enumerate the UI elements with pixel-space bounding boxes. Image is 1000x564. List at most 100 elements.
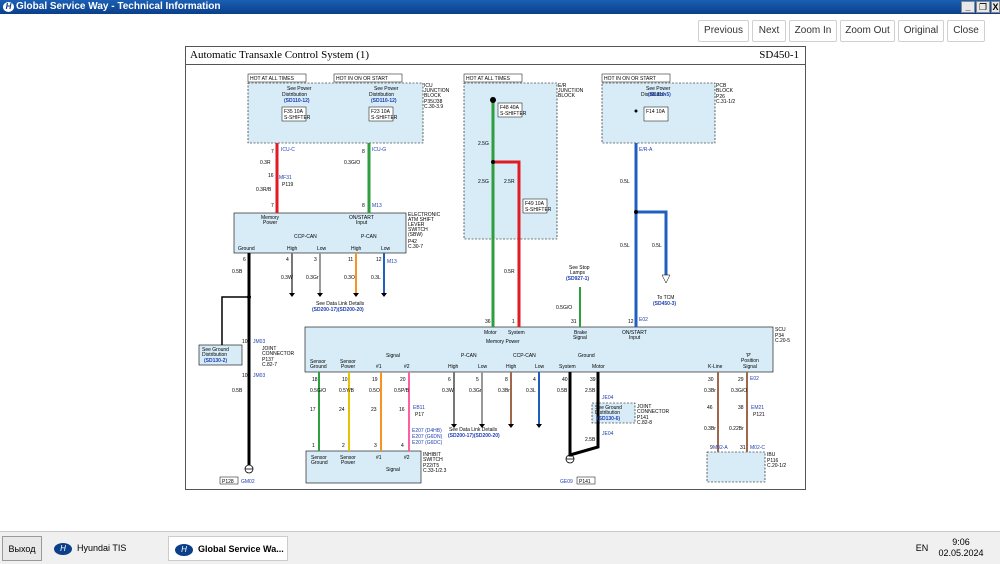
wire-black-branch: [221, 296, 249, 345]
elec-ref-1: P42: [408, 239, 417, 245]
pin-4b: 4: [533, 377, 536, 383]
wire-label-25b-2: 2.5B: [585, 437, 596, 443]
title-bar[interactable]: H Global Service Way - Technical Informa…: [0, 0, 1000, 14]
inhibit-pin2: #2: [404, 455, 410, 461]
language-indicator[interactable]: EN: [915, 543, 929, 553]
k-line-label: K-Line: [708, 364, 723, 370]
hyundai-logo-icon: H: [54, 542, 72, 555]
pin-36: 36: [485, 319, 491, 325]
pin-19: 19: [372, 377, 378, 383]
pin-3b: 3: [374, 443, 377, 449]
ground-symbols: [244, 454, 575, 474]
pin-1b: 1: [312, 443, 315, 449]
conn-jm03: JM03: [253, 339, 265, 345]
wire-label-03gr-2: 0.3Gr: [469, 388, 482, 394]
close-button[interactable]: Close: [947, 20, 985, 42]
data-link-label-1: See Data Link Details: [316, 301, 365, 307]
inhibit-sensor-ground: Sensor: [311, 455, 327, 461]
pin-3: 3: [314, 257, 317, 263]
see-power-label-3: See Power: [646, 86, 671, 92]
ground-label-scu: Ground: [578, 353, 595, 359]
system-label-1: System: [508, 330, 525, 336]
pin-40: 40: [562, 377, 568, 383]
wire-blue-2: [636, 210, 668, 275]
pin1-label: #1: [376, 364, 382, 370]
maximize-button[interactable]: ❐: [976, 1, 990, 13]
ground-gm02: GM02: [241, 479, 255, 485]
wire-label-05b-2: 0.5B: [232, 388, 243, 394]
pin-46: 46: [707, 405, 713, 411]
ibu-box: [706, 451, 766, 483]
to-tcm-ref: (SD450-3): [653, 301, 676, 307]
jc-ref-2: C.82-7: [262, 362, 277, 368]
pin-4c: 4: [401, 443, 404, 449]
pin-24: 24: [339, 407, 345, 413]
next-button[interactable]: Next: [752, 20, 786, 42]
ground-label: Ground: [238, 246, 255, 252]
joint-conn-label-2: CONNECTOR: [262, 351, 295, 357]
pin-8c: 8: [505, 377, 508, 383]
pin-6b: 6: [448, 377, 451, 383]
distribution-label-2: Distribution: [369, 92, 394, 98]
wire-ground-system: [568, 372, 572, 457]
window-title: Global Service Way - Technical Informati…: [16, 1, 221, 12]
task-label-1: Hyundai TIS: [77, 543, 127, 553]
on-start-input-label: ON/START: [349, 215, 374, 221]
p-position-label-1: 'P': [746, 353, 751, 359]
original-button[interactable]: Original: [898, 20, 944, 42]
wire-label-25b: 2.5B: [585, 388, 596, 394]
fuse-f49-label: F49 10A: [525, 201, 545, 207]
diagram-viewer[interactable]: Automatic Transaxle Control System (1) S…: [0, 46, 1000, 526]
wire-label-03rb: 0.3R/B: [256, 187, 272, 193]
sensor-power-label: Sensor: [340, 359, 356, 365]
zoom-out-button[interactable]: Zoom Out: [840, 20, 895, 42]
joint-conn-label-3: JOINT: [637, 404, 651, 410]
wire-label-022br: 0.22Br: [729, 426, 744, 432]
elec-lever-label-1: ELECTRONIC: [408, 212, 441, 218]
data-link-refs-2: (SD200-17)(SD200-20): [448, 433, 500, 439]
wire-ground-motor: [569, 372, 600, 457]
wire-labels: 0.3R 0.3G/O 0.3R/B MF31 P119 M13 ICU-C I…: [232, 141, 765, 451]
start-exit-button[interactable]: Выход: [2, 536, 42, 561]
icu-ref-1: P35/J38: [424, 99, 443, 105]
to-tcm-arrow-icon: [661, 274, 671, 284]
conn-e207-2: E207 (G6DN): [412, 434, 443, 440]
previous-button[interactable]: Previous: [698, 20, 749, 42]
ibu-ref-2: C.20-1/2: [767, 463, 786, 469]
conn-e02-2: E02: [639, 317, 648, 323]
pin-numbers: 7 8 16 7 8 6 4 3 11 12 36 1 31 12 10 10: [242, 149, 746, 451]
minimize-button[interactable]: _: [961, 1, 975, 13]
conn-er-a: E/R-A: [639, 147, 653, 153]
high-label-4: High: [506, 364, 517, 370]
wire-red-2: [493, 160, 521, 327]
low-label-3: Low: [478, 364, 488, 370]
fuse-labels: F35 10A S-SHIFTER F23 10A S-SHIFTER F48 …: [284, 105, 666, 213]
clock[interactable]: 9:06 02.05.2024: [936, 536, 986, 561]
clock-date: 02.05.2024: [938, 548, 984, 558]
conn-je04: JE04: [602, 395, 614, 401]
conn-m02c: M02-C: [750, 445, 765, 451]
inhibit-sensor-power-2: Power: [341, 460, 356, 466]
icu-ref-2: C.30-3.9: [424, 104, 443, 110]
pin-6: 6: [243, 257, 246, 263]
inhibit-sensor-power: Sensor: [340, 455, 356, 461]
sensor-power-label-2: Power: [341, 364, 356, 370]
task-hyundai-tis[interactable]: H Hyundai TIS: [48, 536, 166, 561]
see-power-label-2: See Power: [374, 86, 399, 92]
wire-label-05r: 0.5R: [504, 269, 515, 275]
low-label-4: Low: [535, 364, 545, 370]
inhibit-signal-label: Signal: [386, 467, 400, 473]
ground-ge09: GE09: [560, 479, 573, 485]
conn-icu-c: ICU-C: [281, 147, 295, 153]
scu-ref-2: C.20-5: [775, 338, 790, 344]
arrow-down-icon: [479, 424, 485, 428]
scu-ref-1: P34: [775, 333, 784, 339]
sheet-title: Automatic Transaxle Control System (1): [190, 49, 370, 61]
pin-38: 38: [738, 405, 744, 411]
zoom-in-button[interactable]: Zoom In: [789, 20, 837, 42]
close-window-button[interactable]: X: [991, 1, 1000, 13]
wire-label-05l-3: 0.5L: [652, 243, 662, 249]
fuse-f23-label: F23 10A: [371, 109, 391, 115]
